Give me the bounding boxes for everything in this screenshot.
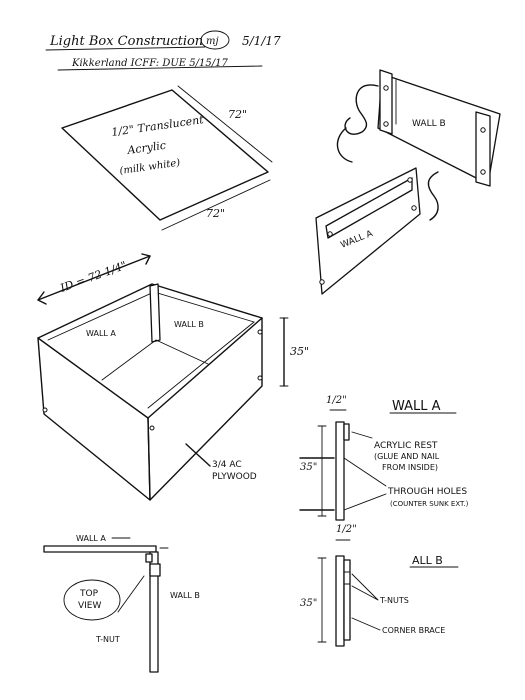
height-dim-ticks	[279, 317, 289, 387]
wall-a-height-dim	[317, 425, 327, 517]
acrylic-rest-leader	[351, 431, 373, 439]
brace-hole	[480, 127, 486, 133]
wall-b-section-title: ALL B	[412, 554, 443, 567]
initials-circle	[200, 30, 230, 50]
wall-b-height: 35"	[300, 598, 317, 609]
initials: mj	[206, 36, 219, 47]
assembly-arrow-right	[427, 171, 439, 221]
exploded-wall-b-label: WALL B	[412, 119, 446, 129]
tnut-leader	[117, 575, 145, 613]
assembly-arrow-left	[344, 84, 379, 135]
wall-a-thickness: 1/2"	[326, 395, 347, 406]
box-front-left-face	[37, 337, 151, 501]
top-view-wall-a	[43, 545, 157, 553]
top-view-tnut-label: T-NUT	[95, 635, 120, 644]
box-screw	[42, 407, 48, 413]
sheet-label-line3: (milk white)	[119, 158, 181, 177]
top-view-circle	[63, 579, 121, 621]
wall-a-section: WALL A 1/2" 35" ACRYLIC REST (GLUE AND N…	[299, 395, 469, 521]
brace-hole	[383, 121, 389, 127]
wall-a-note1-line3: FROM INSIDE)	[382, 463, 438, 472]
id-dimension: ID = 72 1/4"	[58, 259, 129, 295]
wall-a-note1-line1: ACRYLIC REST	[374, 441, 438, 451]
wall-a-section-board	[335, 421, 345, 521]
wall-b-thickness: 1/2"	[336, 524, 357, 535]
top-view-brace	[149, 563, 161, 577]
through-hole	[407, 177, 413, 183]
top-view-tnut	[145, 553, 153, 563]
wall-a-note2-line2: (COUNTER SUNK EXT.)	[390, 500, 469, 508]
title-underline	[45, 46, 206, 51]
sheet-dim-line-top	[177, 85, 273, 163]
sheet-dim-bottom: 72"	[206, 207, 225, 220]
sheet-dim-top: 72"	[228, 108, 247, 121]
wall-a-note1-line2: (GLUE AND NAIL	[374, 452, 440, 461]
through-holes-leaders	[343, 457, 387, 511]
wall-b-note-brace: CORNER BRACE	[382, 626, 445, 635]
box-screw	[257, 329, 263, 335]
left-corner-brace	[379, 69, 393, 135]
wall-a-note2-line1: THROUGH HOLES	[387, 487, 467, 497]
top-view-label-line1: TOP	[79, 589, 99, 599]
box-screw	[257, 375, 263, 381]
id-dim-arrow-right	[141, 253, 151, 265]
acrylic-sheet-drawing: 72" 72" 1/2" Translucent Acrylic (milk w…	[61, 85, 273, 231]
through-hole	[327, 231, 333, 237]
box-inner-floor	[101, 339, 209, 381]
box-front-right-face	[147, 317, 263, 501]
acrylic-sheet	[61, 89, 269, 221]
id-dim-arrow-left	[37, 291, 47, 305]
assembly-arrow-left-tail	[336, 127, 353, 163]
acrylic-rest-strip	[343, 423, 350, 441]
material-line1: 3/4 AC	[212, 460, 242, 470]
top-view-label-line2: VIEW	[78, 601, 101, 611]
box-height-dim: 35"	[290, 345, 309, 358]
wall-b-section-board	[335, 555, 345, 647]
corner-brace-leader	[351, 617, 381, 631]
sketch-date: 5/1/17	[242, 34, 281, 48]
sketch-title: Light Box Construction	[49, 34, 203, 49]
box-wall-b-label: WALL B	[174, 320, 204, 329]
wall-a-section-title: WALL A	[392, 399, 441, 414]
corner-brace-section	[343, 559, 351, 641]
material-leader	[185, 443, 211, 467]
header: Light Box Construction mj 5/1/17 Kikkerl…	[45, 30, 281, 71]
sheet-label-line1: 1/2" Translucent	[111, 113, 205, 139]
t-nuts-leaders	[351, 573, 379, 601]
box-top-rim-inner	[47, 291, 255, 409]
top-view-wall-a-label: WALL A	[76, 534, 106, 543]
t-nut-marks	[343, 571, 351, 585]
sketch-subtitle: Kikkerland ICFF: DUE 5/15/17	[71, 58, 228, 69]
id-dim-line	[37, 255, 151, 301]
subtitle-underline	[57, 65, 263, 71]
wall-a-height: 35"	[300, 462, 317, 473]
sheet-label-line2: Acrylic	[126, 139, 167, 157]
brace-hole	[383, 85, 389, 91]
wall-b-height-dim	[317, 557, 327, 643]
through-hole	[411, 205, 417, 211]
material-line2: PLYWOOD	[212, 472, 257, 482]
sheet-dim-line-bottom	[161, 179, 271, 231]
right-corner-brace	[475, 111, 491, 187]
brace-hole	[480, 169, 486, 175]
box-wall-a-label: WALL A	[86, 329, 116, 338]
wall-b-note-tnuts: T-NUTS	[379, 596, 409, 605]
box-screw	[149, 425, 155, 431]
top-view-wall-b-label: WALL B	[170, 591, 200, 600]
box-corner-post	[149, 283, 161, 343]
exploded-view: WALL B WALL A	[315, 69, 501, 295]
wall-b-section: 1/2" ALL B 35" T-NUTS CORNER BRACE	[300, 524, 459, 647]
through-hole	[319, 279, 325, 285]
box-assembly: ID = 72 1/4" WALL A WALL B 35" 3/4 AC PL…	[37, 253, 309, 501]
top-view-detail: WALL A WALL B TOP VIEW T-NUT	[43, 534, 200, 673]
top-view-wall-b	[149, 551, 159, 673]
